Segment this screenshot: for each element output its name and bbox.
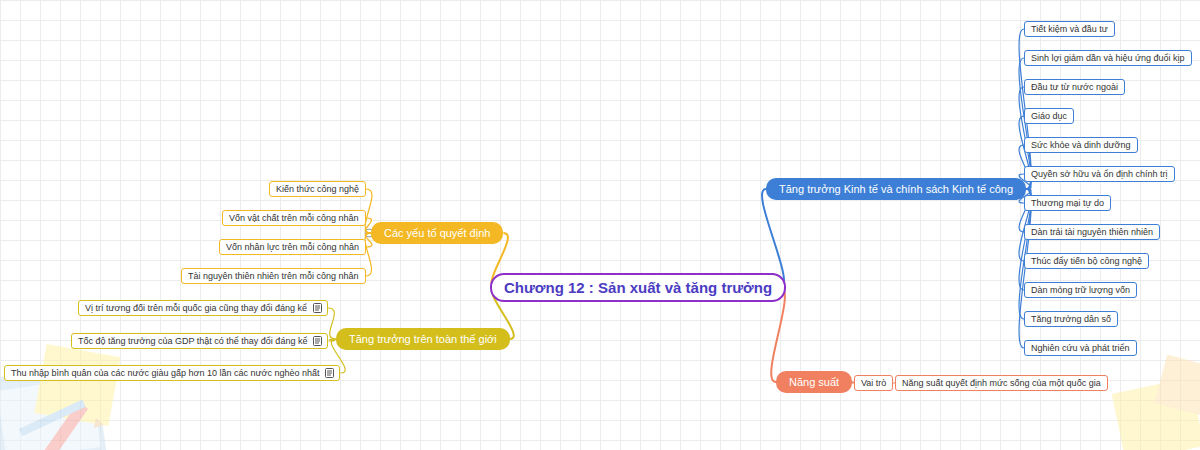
topic-text: Tiết kiệm và đầu tư xyxy=(1031,24,1108,34)
topic-text: Các yếu tố quyết định xyxy=(384,227,490,239)
subtopic-box: Sức khỏe và dinh dưỡng xyxy=(1024,137,1138,153)
subtopic-box: Tài nguyên thiên nhiên trên mỗi công nhâ… xyxy=(181,268,366,284)
note-icon xyxy=(313,303,322,313)
subtopic-box: Tăng trưởng dân số xyxy=(1024,311,1118,327)
topic-text: Vị trí tương đối trên mỗi quốc gia cũng … xyxy=(85,303,307,313)
branch-topic: Tăng trưởng trên toàn thế giới xyxy=(336,328,510,350)
topic-text: Năng suất quyết định mức sống của một qu… xyxy=(902,378,1101,388)
topic-text: Tăng trưởng trên toàn thế giới xyxy=(349,333,497,345)
subtopic-box: Dàn mỏng trữ lượng vốn xyxy=(1024,282,1137,298)
topic-text: Tăng trưởng Kinh tế và chính sách Kinh t… xyxy=(779,183,1013,195)
subtopic-box: Vai trò xyxy=(854,375,893,391)
topic-text: Tài nguyên thiên nhiên trên mỗi công nhâ… xyxy=(188,271,359,281)
branch-connector xyxy=(365,233,371,276)
branch-topic: Các yếu tố quyết định xyxy=(371,222,503,244)
topic-text: Vốn vật chất trên mỗi công nhân xyxy=(229,213,359,223)
subtopic-box: Sinh lợi giảm dần và hiệu ứng đuổi kịp xyxy=(1024,50,1192,66)
topic-text: Vai trò xyxy=(861,378,886,388)
topic-text: Dàn trải tài nguyên thiên nhiên xyxy=(1031,227,1153,237)
subtopic-box: Tốc độ tăng trưởng của GDP thật có thể t… xyxy=(71,333,328,349)
topic-text: Chương 12 : Sản xuất và tăng trưởng xyxy=(504,279,772,296)
branch-connector xyxy=(328,308,336,339)
branch-connector xyxy=(365,189,372,233)
topic-text: Thương mại tự do xyxy=(1031,198,1104,208)
subtopic-box: Giáo dục xyxy=(1024,108,1074,124)
sticky-note-illustration xyxy=(1112,354,1200,450)
topic-text: Nghiên cứu và phát triển xyxy=(1031,343,1130,353)
branch-topic: Năng suất xyxy=(776,371,852,393)
topic-text: Sức khỏe và dinh dưỡng xyxy=(1031,140,1131,150)
subtopic-box: Thu nhập bình quân của các nước giàu gấp… xyxy=(4,365,340,381)
subtopic-box: Quyền sở hữu và ổn định chính trị xyxy=(1024,166,1175,182)
topic-text: Tốc độ tăng trưởng của GDP thật có thể t… xyxy=(78,336,307,346)
topic-text: Đầu tư từ nước ngoài xyxy=(1031,82,1118,92)
note-icon xyxy=(313,336,322,346)
subtopic-box: Đầu tư từ nước ngoài xyxy=(1024,79,1125,95)
topic-text: Thúc đẩy tiến bộ công nghệ xyxy=(1031,256,1142,266)
subtopic-box: Vốn nhân lực trên mỗi công nhân xyxy=(219,239,366,255)
central-topic: Chương 12 : Sản xuất và tăng trưởng xyxy=(490,273,786,302)
topic-text: Quyền sở hữu và ổn định chính trị xyxy=(1031,169,1168,179)
topic-text: Dàn mỏng trữ lượng vốn xyxy=(1031,285,1130,295)
topic-text: Năng suất xyxy=(789,376,839,388)
subtopic-box: Dàn trải tài nguyên thiên nhiên xyxy=(1024,224,1160,240)
note-icon xyxy=(325,368,334,378)
subtopic-box: Thúc đẩy tiến bộ công nghệ xyxy=(1024,253,1149,269)
subtopic-box: Nghiên cứu và phát triển xyxy=(1024,340,1137,356)
topic-text: Tăng trưởng dân số xyxy=(1031,314,1111,324)
topic-text: Kiến thức công nghệ xyxy=(276,184,359,194)
subtopic-box: Năng suất quyết định mức sống của một qu… xyxy=(895,375,1108,391)
topic-text: Thu nhập bình quân của các nước giàu gấp… xyxy=(11,368,319,378)
subtopic-box: Tiết kiệm và đầu tư xyxy=(1024,21,1115,37)
subtopic-box: Kiến thức công nghệ xyxy=(269,181,366,197)
subtopic-box: Vốn vật chất trên mỗi công nhân xyxy=(222,210,366,226)
subtopic-box: Thương mại tự do xyxy=(1024,195,1111,211)
subtopic-box: Vị trí tương đối trên mỗi quốc gia cũng … xyxy=(78,300,328,316)
stationery-illustration xyxy=(0,344,121,450)
topic-text: Sinh lợi giảm dần và hiệu ứng đuổi kịp xyxy=(1031,53,1185,63)
topic-text: Vốn nhân lực trên mỗi công nhân xyxy=(226,242,359,252)
topic-text: Giáo dục xyxy=(1031,111,1067,121)
branch-topic: Tăng trưởng Kinh tế và chính sách Kinh t… xyxy=(766,178,1026,200)
